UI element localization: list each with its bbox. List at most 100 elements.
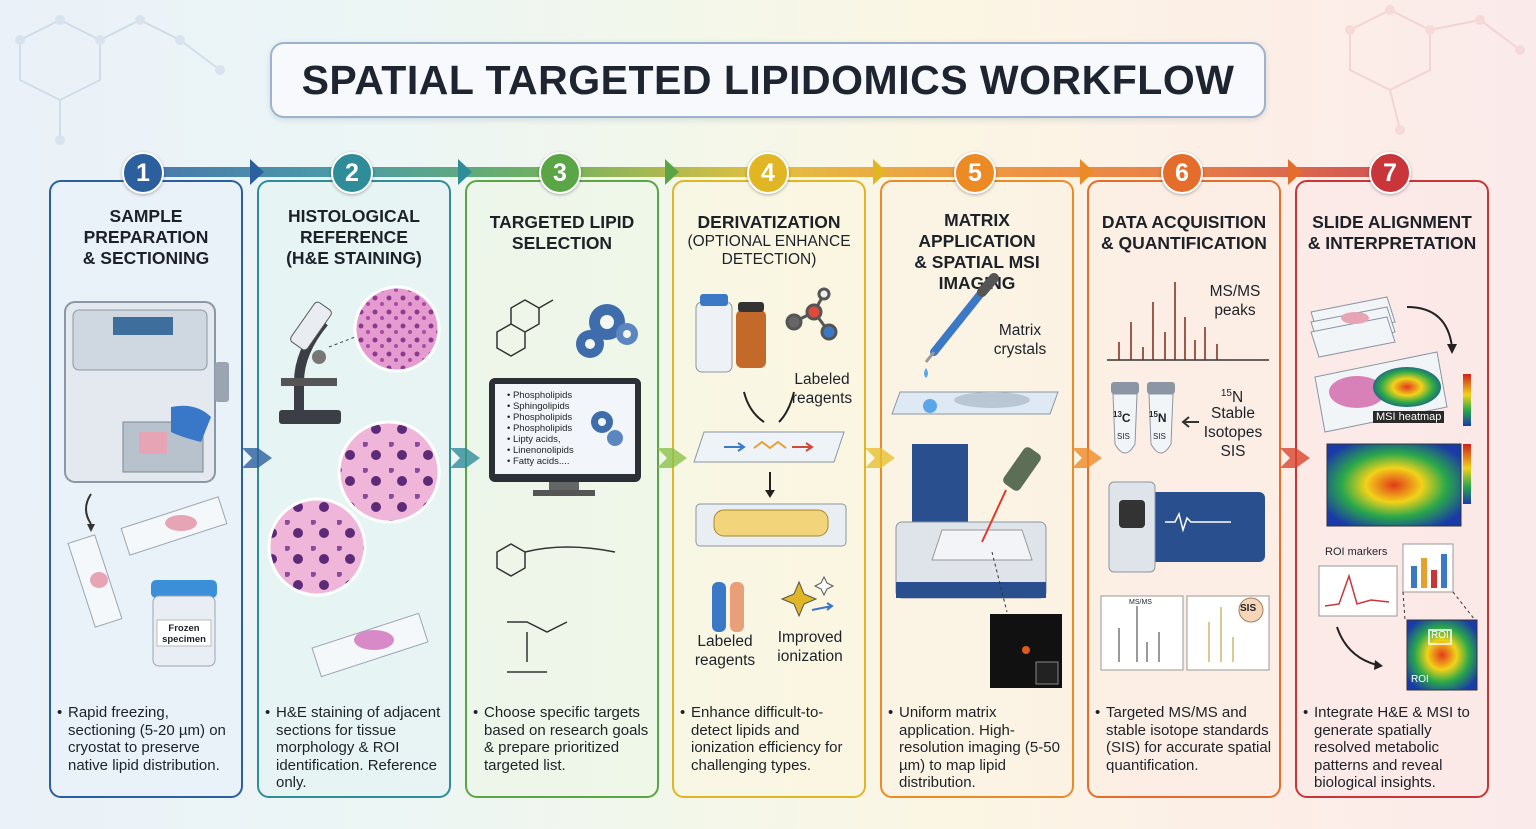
list-item: Phospholipids xyxy=(507,390,617,401)
step-number-badge: 1 xyxy=(122,152,164,194)
title-line: DERIVATIZATION xyxy=(697,212,841,232)
gears-icon xyxy=(576,304,638,358)
cells-magnifier-icon xyxy=(267,497,367,597)
pipette-icon xyxy=(924,273,999,378)
cells-magnifier-icon xyxy=(337,420,441,524)
bar-chart-icon xyxy=(1402,543,1454,593)
roi-markers-label: ROI markers xyxy=(1325,546,1388,558)
step-panel-3: TARGETED LIPID SELECTION Phospholipids S… xyxy=(465,180,659,798)
isotope-heading-label: 15N xyxy=(1220,388,1244,407)
title-line: DATA ACQUISITION xyxy=(1101,212,1267,232)
reaction-slide-icon xyxy=(693,431,845,463)
step-subtitle: (OPTIONAL ENHANCE DETECTION) xyxy=(687,233,851,268)
title-line: SAMPLE xyxy=(109,206,183,226)
tissue-magnifier-icon xyxy=(353,285,441,373)
isotope-tube-icon xyxy=(1111,382,1175,454)
title-line: TARGETED LIPID xyxy=(489,212,635,232)
title-line: HISTOLOGICAL xyxy=(288,206,420,226)
spectrum-panel-icon xyxy=(1100,595,1270,671)
msms-peaks-label: MS/MS peaks xyxy=(1209,283,1261,319)
step-title: SAMPLE PREPARATION & SECTIONING xyxy=(55,206,237,269)
molecule-model-icon xyxy=(785,287,838,341)
sis-tube-label: SIS xyxy=(1117,432,1130,441)
step-title: DERIVATIZATION (OPTIONAL ENHANCE DETECTI… xyxy=(678,212,860,269)
flow-arrow-icon xyxy=(1072,448,1102,468)
step-panel-1: SAMPLE PREPARATION & SECTIONING Frozen s… xyxy=(49,180,243,798)
strip-chevron xyxy=(458,159,472,185)
histology-illustration xyxy=(267,285,441,678)
spectrum-icon xyxy=(1107,282,1269,361)
step-description: •Rapid freezing, sectioning (5-20 µm) on… xyxy=(57,704,226,774)
step-title: SLIDE ALIGNMENT & INTERPRETATION xyxy=(1301,212,1483,254)
reagents-label: Labeled reagents xyxy=(694,633,756,669)
list-item: Phospholipids xyxy=(507,423,617,434)
flow-arrow-icon xyxy=(865,448,895,468)
step-panel-5: MATRIX APPLICATION & SPATIAL MSI IMAGING xyxy=(880,180,1074,798)
matrix-crystals-label: Matrix crystals xyxy=(993,322,1047,358)
title-line: REFERENCE xyxy=(300,227,408,247)
reagents-label: Labeled reagents xyxy=(791,371,853,407)
list-item: Fatty acids.... xyxy=(507,456,617,467)
column-icon xyxy=(695,503,847,547)
step-panel-6: DATA ACQUISITION & QUANTIFICATION xyxy=(1087,180,1281,798)
title-line: PREPARATION xyxy=(83,227,209,247)
strip-chevron xyxy=(1080,159,1094,185)
interpretation-illustration xyxy=(1310,296,1478,691)
microscope-icon xyxy=(279,301,341,424)
step-number-badge: 2 xyxy=(331,152,373,194)
step-number-badge: 5 xyxy=(954,152,996,194)
strip-chevron xyxy=(250,159,264,185)
cryostat-icon xyxy=(64,301,229,483)
flow-arrow-icon xyxy=(242,448,272,468)
title-line: & SECTIONING xyxy=(82,248,210,268)
title-line: & QUANTIFICATION xyxy=(1101,233,1267,253)
flow-arrow-icon xyxy=(450,448,480,468)
reagent-bottle-icon xyxy=(695,294,766,373)
slide-stack-icon xyxy=(1310,296,1396,358)
isotope-n-label: 15N xyxy=(1149,410,1167,425)
lipid-target-list: Phospholipids Sphingolipids Phospholipid… xyxy=(507,390,617,467)
strip-chevron xyxy=(1288,159,1302,185)
flow-arrow-icon xyxy=(657,448,687,468)
flow-arrow-icon xyxy=(1280,448,1310,468)
line-chart-icon xyxy=(1318,565,1398,617)
title-line: & SPATIAL MSI xyxy=(914,252,1040,272)
sis-tube-label: SIS xyxy=(1153,432,1166,441)
step-description: •H&E staining of adjacent sections for t… xyxy=(265,704,441,791)
step-title: DATA ACQUISITION & QUANTIFICATION xyxy=(1093,212,1275,254)
list-item: Sphingolipids xyxy=(507,401,617,412)
stable-isotopes-label: Stable Isotopes SIS xyxy=(1203,405,1263,460)
strip-chevron xyxy=(873,159,887,185)
improved-ionization-label: Improved ionization xyxy=(777,629,843,665)
matrix-slide-icon xyxy=(891,391,1059,415)
step-panel-4: DERIVATIZATION (OPTIONAL ENHANCE DETECTI… xyxy=(672,180,866,798)
step-description: •Uniform matrix application. High-resolu… xyxy=(888,704,1060,791)
roi-label: ROI xyxy=(1411,674,1429,685)
list-item: Lipty acids, xyxy=(507,434,617,445)
step-number-badge: 6 xyxy=(1161,152,1203,194)
list-item: Phospholipids xyxy=(507,412,617,423)
list-item: Linenonolipids xyxy=(507,445,617,456)
laser-icon xyxy=(981,447,1041,543)
step-description: •Choose specific targets based on resear… xyxy=(473,704,649,774)
strip-chevron xyxy=(665,159,679,185)
sparkle-icon xyxy=(780,575,835,618)
acquisition-illustration xyxy=(1100,282,1270,671)
msi-illustration xyxy=(891,273,1062,688)
step-description: •Targeted MS/MS and stable isotope stand… xyxy=(1095,704,1272,774)
heatmap-icon xyxy=(1314,351,1471,527)
title-line: SELECTION xyxy=(511,233,613,253)
molecule-structure-icon xyxy=(496,299,616,673)
step-title: HISTOLOGICAL REFERENCE (H&E STAINING) xyxy=(263,206,445,269)
step-number-badge: 7 xyxy=(1369,152,1411,194)
step-number-badge: 4 xyxy=(747,152,789,194)
step-panel-7: SLIDE ALIGNMENT & INTERPRETATION xyxy=(1295,180,1489,798)
derivatization-illustration xyxy=(693,287,847,632)
title-banner: SPATIAL TARGETED LIPIDOMICS WORKFLOW xyxy=(270,42,1266,118)
sis-badge-label: SIS xyxy=(1240,603,1257,614)
msms-panel-label: MS/MS xyxy=(1129,599,1152,606)
test-tube-icon xyxy=(712,582,744,632)
arrow-icon xyxy=(85,493,92,525)
title-line: & INTERPRETATION xyxy=(1307,233,1477,253)
title-line: MATRIX APPLICATION xyxy=(918,210,1036,251)
